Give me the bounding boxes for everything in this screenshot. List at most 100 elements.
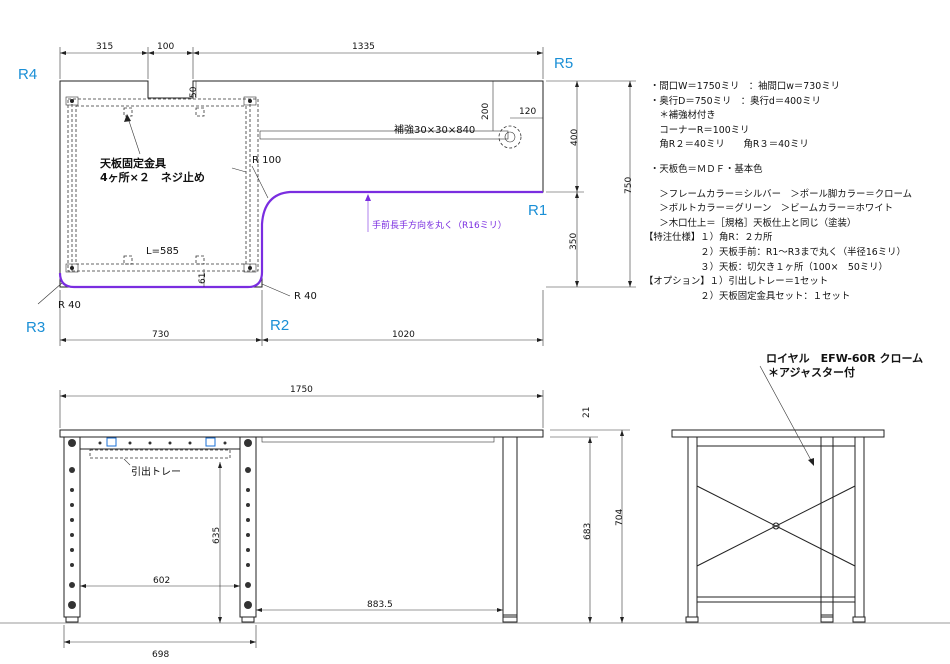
spec-gap — [650, 153, 950, 163]
adjuster-label: ＊アジャスター付 — [768, 365, 855, 379]
drawer-tray — [89, 449, 231, 459]
dim-400: 400 — [570, 129, 580, 146]
radius-40-right-label: R 40 — [294, 291, 317, 302]
corner-r2: R2 — [270, 317, 289, 334]
corner-r3: R3 — [26, 319, 45, 336]
dim-350: 350 — [569, 233, 579, 250]
rounded-note: 手前長手方向を丸く（R16ミリ） — [372, 219, 507, 231]
side-foot — [820, 614, 834, 623]
dim-315: 315 — [96, 42, 113, 52]
spec-line: ・間口W＝1750ミリ ：袖間口w＝730ミリ — [650, 81, 840, 92]
top-view: 315 100 1335 50 200 120 400 750 350 61 7… — [18, 42, 636, 346]
side-left-foot — [685, 616, 699, 623]
corner-r4: R4 — [18, 66, 37, 83]
dim-883-5: 883.5 — [367, 600, 393, 610]
corner-r5: R5 — [554, 55, 573, 72]
product-label: ロイヤル EFW-60R クローム — [766, 352, 923, 365]
radius-100-label: R 100 — [252, 155, 281, 166]
front-beam — [261, 436, 495, 443]
fixture-label-2: 4ヶ所×２ ネジ止め — [100, 170, 205, 184]
fixture-leader — [231, 167, 247, 173]
corner-r1: R1 — [528, 202, 547, 219]
dim-1335: 1335 — [352, 42, 375, 52]
spec-line: ３）天板：切欠き１ヶ所（100× 50ミリ） — [644, 261, 888, 273]
side-left-leg — [687, 436, 698, 618]
desktop-outline — [59, 80, 544, 288]
spec-line: ２）天板固定金具セット：１セット — [644, 290, 851, 302]
product-leader — [759, 365, 813, 463]
dim-100: 100 — [157, 42, 174, 52]
spec-line: コーナーR＝100ミリ — [650, 124, 750, 136]
top-dimensions — [59, 47, 636, 346]
dim-200: 200 — [481, 103, 491, 120]
reinforcement-bar — [259, 130, 509, 140]
front-view: 引出トレー 1750 — [0, 385, 950, 660]
frame-top-rail — [79, 436, 241, 450]
frame-holes — [68, 439, 252, 609]
leader — [251, 165, 269, 199]
spec-line: ＞ボルトカラー＝グリーン ＞ビームカラー＝ホワイト — [650, 203, 894, 215]
bolt-blue-right — [205, 437, 216, 447]
dim-61: 61 — [198, 273, 208, 284]
dim-1020: 1020 — [392, 330, 415, 340]
tray-leader — [123, 458, 131, 466]
spec-line: 角R２＝40ミリ 角R３＝40ミリ — [650, 139, 809, 151]
side-right-foot — [852, 616, 866, 623]
dim-750: 750 — [624, 177, 634, 194]
frame-outline — [67, 98, 259, 272]
dim-730: 730 — [152, 330, 169, 340]
front-dim-arrows — [60, 394, 624, 644]
bolt-blue-left — [106, 437, 117, 447]
dim-1750: 1750 — [290, 385, 313, 395]
dim-683: 683 — [583, 523, 593, 540]
spec-line: ・天板色＝ＭＤＦ・基本色 — [650, 163, 763, 175]
left-leg-frame — [63, 436, 81, 618]
pole-center — [504, 131, 516, 143]
brace-center — [772, 522, 780, 530]
dim-635: 635 — [212, 527, 222, 544]
side-right-leg — [854, 436, 865, 618]
dim-21: 21 — [582, 407, 592, 418]
leader — [261, 283, 291, 297]
side-desktop — [671, 429, 885, 438]
front-desktop — [59, 429, 544, 438]
fixture-arrow — [124, 114, 131, 122]
front-right-foot — [502, 614, 518, 623]
radius-40-left-label: R 40 — [58, 300, 81, 311]
leader — [37, 282, 63, 305]
fixture-leader — [127, 117, 141, 155]
spec-gap — [650, 178, 950, 188]
pole-top — [498, 125, 522, 149]
side-pole — [820, 436, 834, 618]
dim-698: 698 — [152, 650, 169, 660]
side-brace — [696, 485, 856, 567]
dim-704: 704 — [615, 509, 625, 526]
spec-line: ＊補強材付き — [650, 110, 716, 122]
spec-notes: ・間口W＝1750ミリ ：袖間口w＝730ミリ ・奥行D＝750ミリ ：奥行d＝… — [644, 80, 950, 304]
reinforcement-label: 補強30×30×840 — [394, 123, 475, 136]
tray-label: 引出トレー — [131, 465, 181, 478]
fixture-label-1: 天板固定金具 — [100, 156, 166, 170]
rounded-front-edge — [58, 190, 543, 289]
side-top-rail — [696, 436, 856, 447]
mid-foot — [241, 616, 255, 623]
spec-line: ＞木口仕上＝［規格］天板仕上と同じ（塗装） — [650, 217, 857, 229]
left-foot — [65, 616, 79, 623]
spec-line: ・奥行D＝750ミリ ：奥行d＝400ミリ — [650, 95, 821, 107]
front-right-pole — [502, 436, 518, 618]
spec-line: 【オプション】１）引出しトレー＝1セット — [644, 276, 829, 288]
dim-120: 120 — [519, 107, 536, 117]
frame-inner — [75, 105, 247, 265]
dim-50: 50 — [189, 86, 199, 98]
rounded-note-arrow — [365, 194, 371, 201]
top-dim-arrows — [60, 51, 632, 342]
front-dimensions — [59, 390, 630, 648]
spec-line: 【特注仕様】１）角R：２カ所 — [644, 232, 773, 244]
spec-line: ２）天板手前：R1～R3まで丸く（半径16ミリ） — [644, 246, 906, 258]
spec-line: ＞フレームカラー＝シルバー ＞ポール脚カラー＝クローム — [650, 188, 912, 200]
mid-leg-frame — [239, 436, 257, 618]
dim-602: 602 — [153, 576, 170, 586]
length-585-label: L=585 — [146, 246, 179, 257]
product-arrow — [808, 458, 814, 466]
